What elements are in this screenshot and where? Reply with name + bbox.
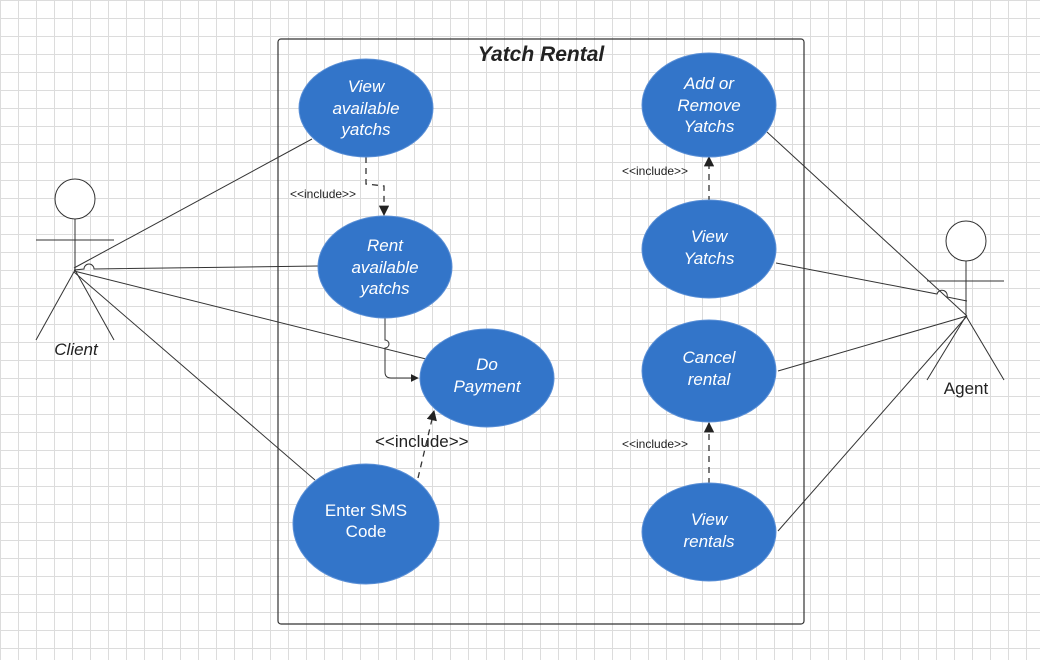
assoc-agent-view-yatchs [775, 262, 968, 302]
use-case-do-payment-line1: Do [476, 355, 498, 374]
use-case-view-rentals[interactable]: View rentals [641, 482, 777, 582]
use-case-add-remove-line2: Remove [677, 96, 740, 115]
actor-client[interactable]: Client [35, 178, 115, 359]
actor-agent[interactable]: Agent [926, 220, 1005, 398]
client-head-icon [54, 178, 96, 220]
include-sms-to-payment-label: <<include>> [375, 432, 469, 451]
system-title: Yatch Rental [478, 43, 606, 66]
use-case-enter-sms-code[interactable]: Enter SMS Code [292, 463, 440, 585]
use-case-add-remove-line3: Yatchs [684, 117, 735, 136]
use-case-enter-sms-line1: Enter SMS [325, 501, 407, 520]
assoc-agent-view-rentals [777, 315, 968, 532]
use-case-cancel-rental-line2: rental [688, 370, 732, 389]
assoc-client-view-available [73, 138, 313, 269]
use-case-add-remove-yatchs[interactable]: Add or Remove Yatchs [641, 52, 777, 158]
include-rentals-to-cancel-label: <<include>> [622, 437, 688, 451]
agent-associations [766, 131, 968, 532]
include-view-to-rent-label: <<include>> [290, 187, 356, 201]
use-case-rent-available-yatchs[interactable]: Rent available yatchs [317, 215, 453, 319]
use-case-view-rentals-line1: View [691, 510, 729, 529]
use-case-view-available-line1: View [348, 77, 386, 96]
use-case-cancel-rental[interactable]: Cancel rental [641, 319, 777, 423]
rent-to-payment-arrow [384, 318, 419, 382]
system-boundary [277, 38, 805, 625]
use-case-view-yatchs[interactable]: View Yatchs [641, 199, 777, 299]
include-sms-to-payment-arrow [417, 409, 437, 479]
use-case-do-payment[interactable]: Do Payment [419, 328, 555, 428]
use-case-view-available-line2: available [332, 99, 399, 118]
include-view-to-add-label: <<include>> [622, 164, 688, 178]
assoc-agent-add-remove [766, 131, 968, 317]
use-case-rent-available-line2: available [351, 258, 418, 277]
use-case-enter-sms-line2: Code [346, 522, 387, 541]
include-view-to-rent-arrow [365, 157, 390, 217]
client-label: Client [54, 340, 99, 359]
assoc-client-rent-available [73, 263, 319, 271]
use-case-view-rentals-line2: rentals [683, 532, 735, 551]
use-case-rent-available-line3: yatchs [359, 279, 410, 298]
assoc-client-do-payment [73, 270, 431, 361]
use-case-view-yatchs-line1: View [691, 227, 729, 246]
agent-head-icon [945, 220, 987, 262]
use-case-add-remove-line1: Add or [683, 74, 735, 93]
use-case-view-available-yatchs[interactable]: View available yatchs [298, 58, 434, 158]
use-case-view-available-line3: yatchs [340, 120, 391, 139]
agent-label: Agent [944, 379, 989, 398]
assoc-agent-cancel-rental [777, 315, 968, 372]
assoc-client-enter-sms [73, 271, 316, 481]
use-case-view-yatchs-line2: Yatchs [684, 249, 735, 268]
client-associations [73, 138, 431, 481]
use-case-rent-available-line1: Rent [367, 236, 404, 255]
use-case-do-payment-line2: Payment [453, 377, 521, 396]
use-case-cancel-rental-line1: Cancel [683, 348, 737, 367]
